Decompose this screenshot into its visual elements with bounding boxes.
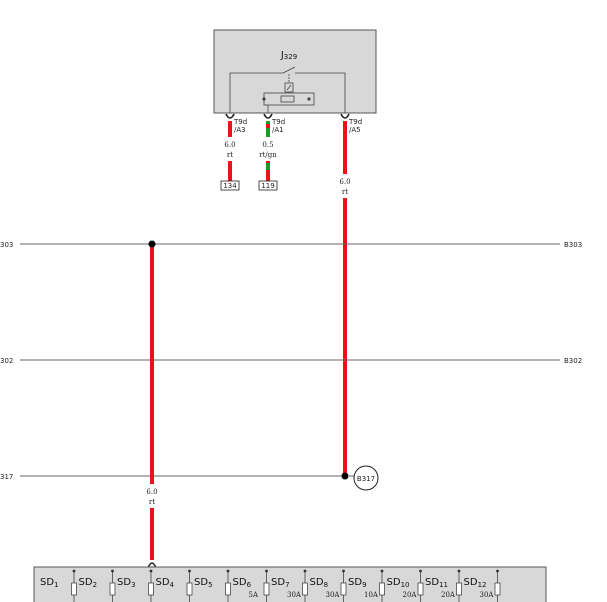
fuse-symbol: [456, 582, 462, 596]
fuse-label: SD3: [117, 577, 136, 589]
fuse-symbol: [148, 582, 154, 596]
wire-b303-fuse[interactable]: 6.0 rt: [146, 240, 158, 569]
svg-text:T9d: T9d: [233, 118, 247, 126]
wire-a5[interactable]: 6.0 rt: [339, 121, 351, 476]
wire-a3[interactable]: 6.0 rt: [224, 121, 236, 181]
fuse-rating: 30A: [480, 591, 495, 599]
fuse-rating: 5A: [249, 591, 259, 599]
fuse-label: SD9: [348, 577, 367, 589]
fuse-label: SD7: [271, 577, 290, 589]
fuse-symbol: [109, 582, 116, 596]
svg-text:/A3: /A3: [234, 126, 246, 134]
svg-text:6.0: 6.0: [224, 141, 235, 149]
fuse-symbol: [225, 582, 231, 596]
fuse-symbol: [417, 582, 424, 596]
fuse-label: SD10: [387, 577, 410, 589]
fuse-symbol: [379, 582, 385, 596]
fuse-sd10[interactable]: SD10 20A: [387, 569, 424, 602]
bus-b302[interactable]: 302 B302: [0, 357, 582, 365]
fuse-sd11[interactable]: SD11 20A: [425, 569, 462, 602]
fuse-symbol: [494, 582, 501, 596]
fuse-symbol: [302, 582, 308, 596]
relay-label: J329: [280, 50, 297, 61]
fuse-rating: 10A: [364, 591, 379, 599]
fuse-sd12[interactable]: SD12 30A: [464, 569, 501, 602]
fuse-rating: 20A: [403, 591, 418, 599]
svg-text:0.5: 0.5: [262, 141, 273, 149]
ground-b317[interactable]: B317: [341, 465, 379, 491]
svg-text:6.0: 6.0: [339, 178, 350, 186]
fuse-symbol: [186, 582, 193, 596]
fuse-symbol: [263, 582, 270, 596]
svg-text:B303: B303: [564, 241, 582, 249]
fuse-rating: 30A: [326, 591, 341, 599]
fuse-sd3[interactable]: SD3: [117, 569, 154, 602]
fuse-sd1[interactable]: SD1: [40, 569, 77, 602]
svg-text:119: 119: [261, 182, 274, 190]
fuse-rating: 30A: [287, 591, 302, 599]
fuse-sd2[interactable]: SD2: [79, 569, 116, 602]
pin-a1[interactable]: T9d /A1: [263, 113, 285, 134]
svg-text:rt: rt: [149, 498, 155, 506]
fuse-label: SD2: [79, 577, 98, 589]
pin-a3[interactable]: T9d /A3: [225, 113, 247, 134]
ref-box-119[interactable]: 119: [258, 180, 278, 191]
svg-text:rt/gn: rt/gn: [259, 151, 277, 159]
fuse-label: SD6: [233, 577, 252, 589]
fuse-sd5[interactable]: SD5: [194, 569, 231, 602]
svg-text:T9d: T9d: [271, 118, 285, 126]
relay-internal-circuit: [229, 66, 346, 113]
fuse-label: SD11: [425, 577, 448, 589]
bus-b317[interactable]: 317: [0, 473, 345, 481]
svg-text:rt: rt: [227, 151, 233, 159]
svg-text:303: 303: [0, 241, 13, 249]
svg-text:134: 134: [223, 182, 237, 190]
svg-text:B302: B302: [564, 357, 582, 365]
svg-text:302: 302: [0, 357, 13, 365]
svg-text:/A5: /A5: [349, 126, 361, 134]
fuse-label: SD8: [310, 577, 329, 589]
pin-a5[interactable]: T9d /A5: [340, 113, 362, 134]
relay-j329[interactable]: J329: [213, 29, 377, 114]
bus-b303[interactable]: 303 B303: [0, 241, 582, 249]
fuse-label: SD1: [40, 577, 59, 589]
fuse-symbol: [340, 582, 347, 596]
svg-text:/A1: /A1: [272, 126, 284, 134]
fuse-symbol: [71, 582, 77, 596]
svg-text:rt: rt: [342, 188, 348, 196]
svg-text:317: 317: [0, 473, 13, 481]
fuse-label: SD5: [194, 577, 213, 589]
fuse-label: SD12: [464, 577, 487, 589]
fuse-sd4[interactable]: SD4: [156, 569, 193, 602]
fuse-rating: 20A: [441, 591, 456, 599]
fuse-label: SD4: [156, 577, 175, 589]
wire-a1[interactable]: 0.5 rt/gn: [259, 121, 277, 181]
svg-text:6.0: 6.0: [146, 488, 157, 496]
svg-text:T9d: T9d: [348, 118, 362, 126]
ref-box-134[interactable]: 134: [220, 180, 240, 191]
svg-text:B317: B317: [357, 475, 375, 483]
